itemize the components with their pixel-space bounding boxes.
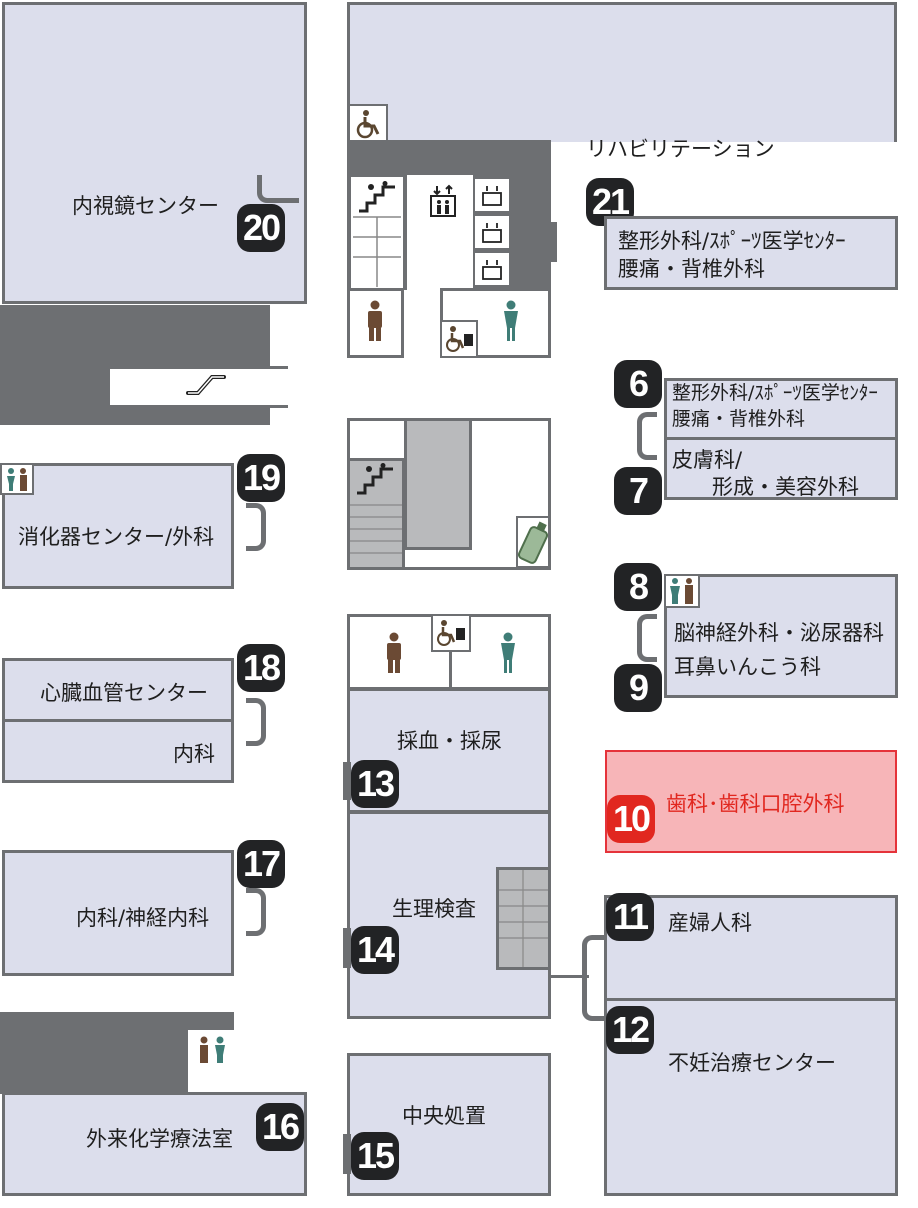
badge-18[interactable]: 18 [237, 644, 285, 692]
elevator-wall [545, 222, 557, 262]
elevator-2[interactable] [473, 214, 511, 250]
bracket-8-9 [637, 614, 657, 662]
elevator-icon [479, 183, 505, 207]
label-obgyn: 産婦人科 [668, 911, 752, 935]
elevator-icon [428, 184, 458, 218]
escalator-icon [184, 368, 228, 400]
nursing-room[interactable] [516, 516, 550, 568]
elevator-1[interactable] [473, 177, 511, 213]
badge-16[interactable]: 16 [256, 1103, 304, 1151]
corridor-line [549, 975, 589, 978]
label-fertility: 不妊治療センター [668, 1051, 836, 1075]
restroom-slot [188, 1030, 236, 1094]
bracket-19 [246, 503, 266, 551]
label-internal: 内科 [173, 742, 215, 766]
room-central[interactable] [347, 1053, 551, 1196]
bracket-18 [246, 698, 266, 746]
bracket-6-7 [637, 412, 657, 460]
label-blood-urine: 採血・採尿 [397, 729, 502, 753]
badge-17[interactable]: 17 [237, 840, 285, 888]
accessible-toilet[interactable] [431, 614, 471, 652]
label-central: 中央処置 [402, 1104, 486, 1128]
room-chemo[interactable] [2, 1092, 307, 1196]
label-digestive: 消化器センター/外科 [18, 525, 215, 549]
label-ortho-6-2: 腰痛・背椎外科 [672, 408, 806, 430]
label-ortho-6-1: 整形外科/ｽﾎﾟｰﾂ医学ｾﾝﾀｰ [672, 382, 878, 404]
room-neuro-uro[interactable] [664, 574, 898, 698]
badge-7[interactable]: 7 [614, 467, 662, 515]
physiology-stairs [496, 867, 551, 970]
label-endoscopy: 内視鏡センター [72, 194, 219, 218]
label-derm-2: 形成・美容外科 [712, 475, 859, 499]
accessible-toilet[interactable] [440, 320, 478, 358]
label-ortho-top-2: 腰痛・背椎外科 [618, 257, 765, 281]
bracket-11-12 [582, 935, 604, 1021]
badge-15[interactable]: 15 [351, 1132, 399, 1180]
restroom-icon [0, 463, 34, 495]
badge-6[interactable]: 6 [614, 360, 662, 408]
toilet-man-icon [383, 632, 405, 674]
room-derm[interactable] [664, 437, 898, 500]
stairs-icon [355, 180, 399, 214]
label-derm-1: 皮膚科/ [672, 448, 743, 472]
escalator-corridor [110, 366, 288, 408]
label-chemo: 外来化学療法室 [86, 1127, 233, 1151]
badge-14[interactable]: 14 [351, 926, 399, 974]
badge-13[interactable]: 13 [351, 760, 399, 808]
wheelchair-sign [348, 104, 388, 142]
elevator-icon [479, 257, 505, 281]
label-rehab: リハビリテーション [586, 137, 775, 161]
elevator-icon [479, 220, 505, 244]
door-14 [343, 928, 351, 968]
label-neuro-uro: 脳神経外科・泌尿器科 [674, 621, 884, 645]
restroom-icon [192, 1034, 232, 1066]
room-digestive[interactable] [2, 463, 234, 589]
door-13 [343, 762, 351, 800]
bracket-20 [257, 175, 299, 203]
restroom-sign [664, 574, 700, 608]
toilet-woman-icon [496, 632, 520, 674]
badge-20[interactable]: 20 [237, 204, 285, 252]
door-15 [343, 1134, 351, 1174]
stairs-icon [353, 462, 397, 496]
toilet-woman-icon [497, 298, 525, 344]
room-ortho-6[interactable] [664, 378, 898, 440]
toilet-divider [449, 650, 452, 690]
badge-19[interactable]: 19 [237, 454, 285, 502]
badge-10[interactable]: 10 [607, 795, 655, 843]
badge-11[interactable]: 11 [606, 893, 654, 941]
room-rehab-block[interactable] [347, 2, 897, 142]
toilet-man-icon [360, 298, 390, 344]
label-physiology: 生理検査 [392, 897, 476, 921]
baby-bottle-icon [520, 520, 521, 521]
label-cardio: 心臓血管センター [40, 681, 208, 705]
badge-9[interactable]: 9 [614, 664, 662, 712]
bracket-17 [246, 888, 266, 936]
label-ent: 耳鼻いんこう科 [674, 655, 821, 679]
badge-12[interactable]: 12 [606, 1006, 654, 1054]
elevator-hall [407, 175, 473, 290]
room-internal-neuro[interactable] [2, 850, 234, 976]
room-internal[interactable] [2, 719, 234, 783]
label-internal-neuro: 内科/神経内科 [76, 906, 210, 930]
room-ortho-top[interactable] [604, 216, 898, 290]
label-dental: 歯科･歯科口腔外科 [666, 792, 845, 816]
room-endoscopy[interactable] [2, 2, 307, 304]
stairwell-shaft [404, 418, 472, 550]
badge-8[interactable]: 8 [614, 563, 662, 611]
elevator-3[interactable] [473, 251, 511, 287]
label-ortho-top-1: 整形外科/ｽﾎﾟｰﾂ医学ｾﾝﾀｰ [618, 229, 846, 253]
accessible-toilet-icon [431, 614, 432, 615]
